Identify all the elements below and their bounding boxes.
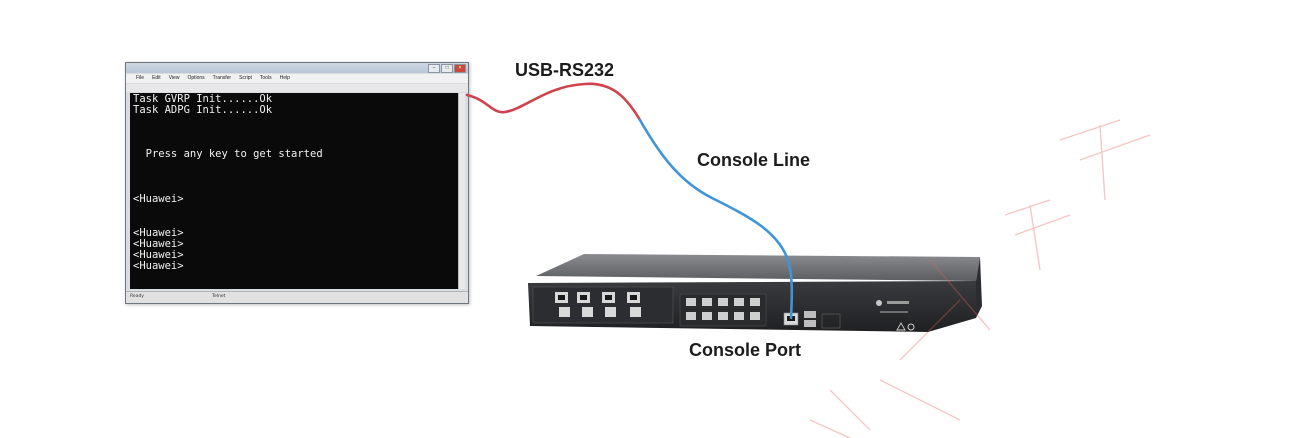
router-side-panel	[976, 257, 982, 318]
console-line-cable	[638, 118, 794, 320]
sfp-ports	[686, 298, 760, 320]
session-tab-bar	[126, 84, 468, 92]
terminal-menu-bar: File Edit View Options Transfer Script T…	[126, 74, 468, 83]
terminal-line: Task ADPG Init......Ok	[133, 104, 273, 116]
router-top-panel	[536, 254, 980, 281]
expansion-slot	[821, 313, 841, 329]
menu-item-help[interactable]: Help	[279, 75, 290, 81]
terminal-line: Task GVRP Init......Ok	[133, 93, 273, 105]
menu-item-tools[interactable]: Tools	[259, 75, 272, 81]
minimize-icon[interactable]: –	[428, 64, 440, 73]
terminal-line: Press any key to get started	[133, 148, 323, 160]
usb-port-icon	[804, 311, 816, 318]
terminal-title-bar: – □ ×	[126, 63, 468, 73]
power-icon	[907, 323, 915, 331]
usb-port-icon	[804, 320, 816, 327]
huawei-logo-icon	[876, 300, 882, 306]
terminal-prompt: <Huawei>	[133, 260, 184, 272]
usb-rs232-cable	[465, 82, 642, 122]
router-device	[528, 254, 982, 332]
maximize-icon[interactable]: □	[441, 64, 453, 73]
window-controls: – □ ×	[428, 64, 466, 73]
menu-item-file[interactable]: File	[136, 75, 145, 81]
menu-item-transfer[interactable]: Transfer	[212, 75, 232, 81]
console-port-label: Console Port	[689, 340, 802, 360]
ethernet-port-holes	[558, 295, 637, 300]
terminal-status-bar: Ready Telnet	[126, 291, 468, 303]
terminal-prompt: <Huawei>	[133, 193, 184, 205]
status-ready: Ready	[130, 294, 144, 299]
terminal-prompt: <Huawei>	[133, 238, 184, 250]
terminal-prompt: <Huawei>	[133, 227, 184, 239]
usb-rs232-label: USB-RS232	[515, 60, 615, 80]
status-protocol: Telnet	[212, 294, 226, 299]
brand-mark	[887, 301, 909, 304]
console-line-label: Console Line	[697, 150, 811, 170]
terminal-scrollbar[interactable]	[458, 93, 465, 289]
terminal-prompt: <Huawei>	[133, 249, 184, 261]
warning-icon	[896, 322, 906, 331]
menu-item-options[interactable]: Options	[187, 75, 205, 81]
model-mark	[880, 311, 908, 313]
terminal-window: – □ × File Edit View Options Transfer Sc…	[125, 62, 469, 304]
menu-item-view[interactable]: View	[168, 75, 180, 81]
menu-item-script[interactable]: Script	[239, 75, 252, 81]
terminal-screen[interactable]: Task GVRP Init......Ok Task ADPG Init...…	[130, 93, 458, 289]
menu-item-edit[interactable]: Edit	[152, 75, 161, 81]
watermark-strokes	[809, 119, 1151, 438]
close-icon[interactable]: ×	[454, 64, 466, 73]
